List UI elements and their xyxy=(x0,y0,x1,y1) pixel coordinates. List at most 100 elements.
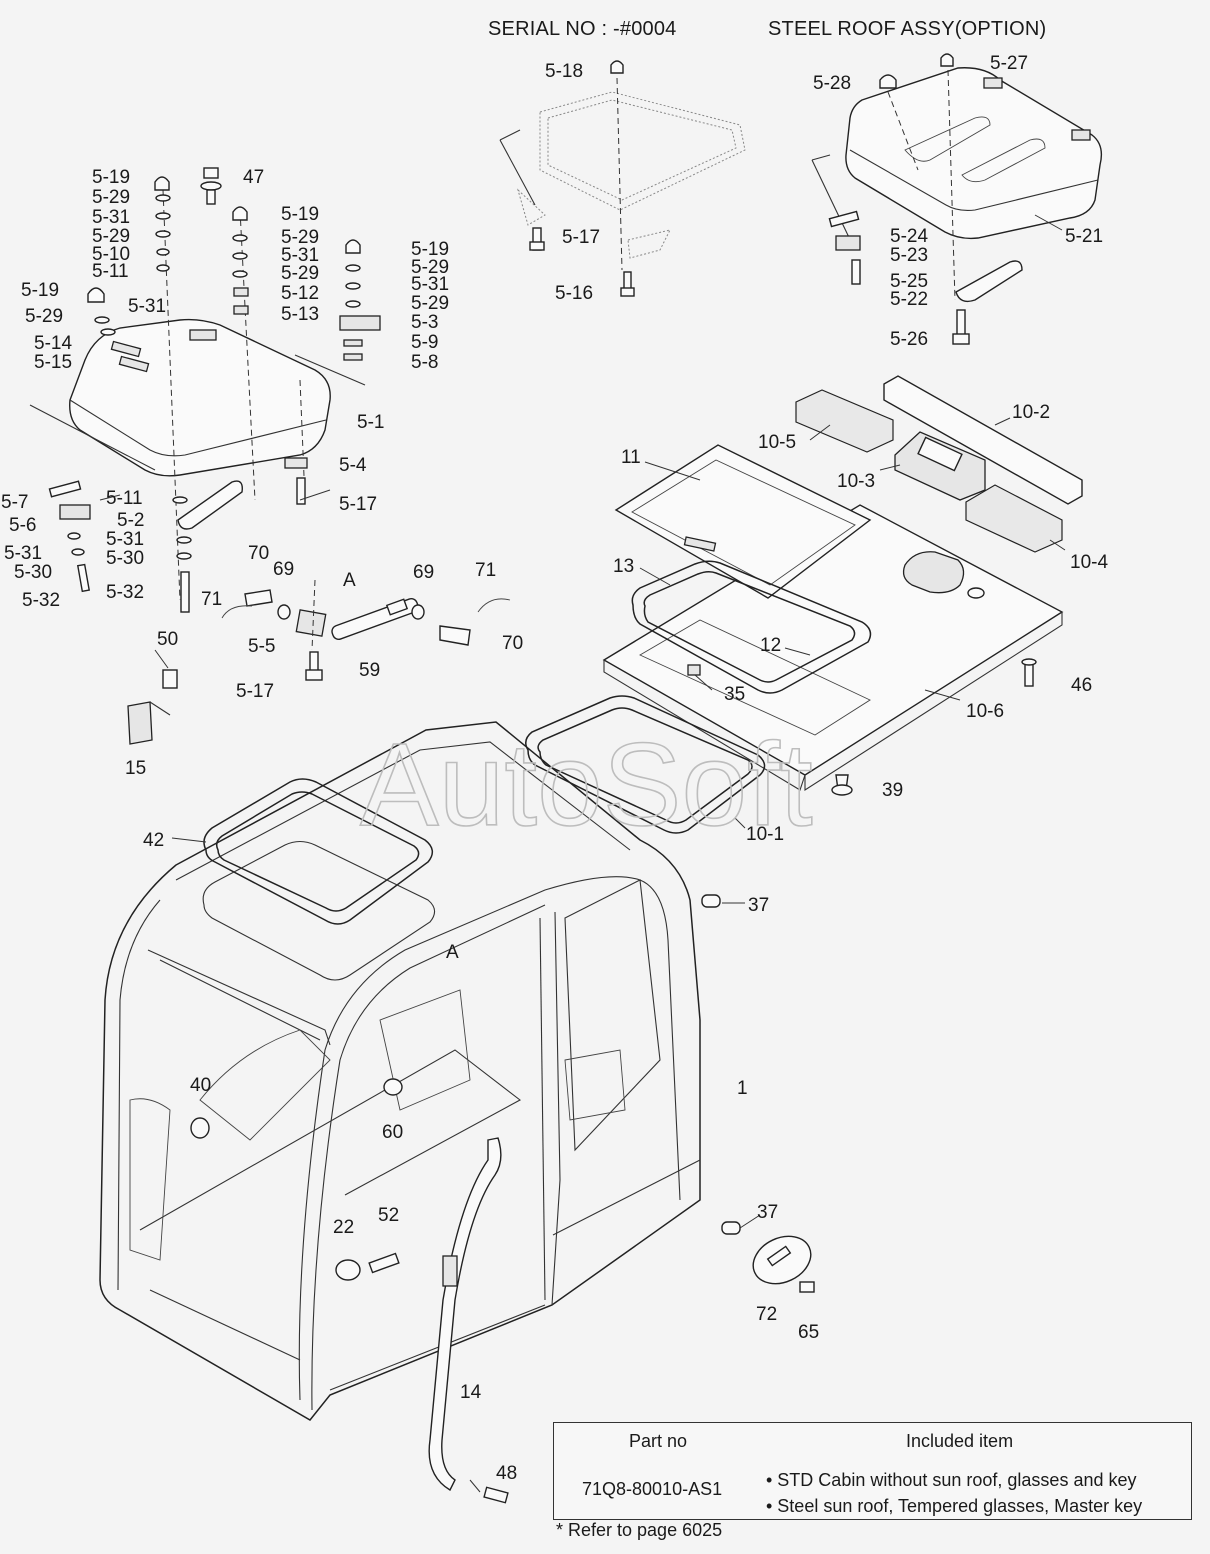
callout: 1 xyxy=(737,1078,748,1099)
autosoft-watermark: AutoSoft xyxy=(360,719,813,851)
callout: 71 xyxy=(201,589,222,610)
callout: 5-15 xyxy=(34,352,72,373)
callout: 10-3 xyxy=(837,471,875,492)
callout: 5-16 xyxy=(555,283,593,304)
callout: 60 xyxy=(382,1122,403,1143)
callout: 39 xyxy=(882,780,903,801)
washer-stack-middle xyxy=(232,206,249,315)
callout: 5-10 xyxy=(92,244,130,265)
cabin-body xyxy=(99,721,701,1421)
callout: 71 xyxy=(475,560,496,581)
cap-nut-5-27-side xyxy=(940,53,954,67)
callout: 69 xyxy=(413,562,434,583)
steel-roof-option xyxy=(811,53,1103,345)
callout: 5-17 xyxy=(339,494,377,515)
callout: 11 xyxy=(621,447,641,468)
callout: 5-24 xyxy=(890,226,928,247)
callout: 15 xyxy=(125,758,146,779)
callout: 10-6 xyxy=(966,701,1004,722)
hinge-left-parts xyxy=(48,480,91,593)
cover-15-and-bolt-50 xyxy=(127,669,178,745)
callout: 47 xyxy=(243,167,264,188)
included-items-cell: • STD Cabin without sun roof, glasses an… xyxy=(766,1467,1142,1519)
callout: 10-1 xyxy=(746,824,784,845)
callout: 5-28 xyxy=(813,73,851,94)
callout: 5-29 xyxy=(25,306,63,327)
callout: 5-30 xyxy=(14,562,52,583)
callout: 5-19 xyxy=(21,280,59,301)
callout: 5-31 xyxy=(92,207,130,228)
standard-roof-ghost xyxy=(499,60,746,297)
callout: 50 xyxy=(157,629,178,650)
callout: 5-12 xyxy=(281,283,319,304)
callout: 5-17 xyxy=(236,681,274,702)
callout: 5-25 xyxy=(890,271,928,292)
bolt-5-17-left xyxy=(296,477,306,505)
callout: 5-6 xyxy=(9,515,36,536)
callout: 70 xyxy=(502,633,523,654)
callout: 22 xyxy=(333,1217,354,1238)
callout: 52 xyxy=(378,1205,399,1226)
callout: 5-18 xyxy=(545,61,583,82)
callout: 5-19 xyxy=(281,204,319,225)
callout: 5-5 xyxy=(248,636,275,657)
serial-number-label: SERIAL NO : -#0004 xyxy=(488,18,677,40)
steel-roof-option-label: STEEL ROOF ASSY(OPTION) xyxy=(768,18,1047,40)
parts-table: Part no Included item 71Q8-80010-AS1 • S… xyxy=(553,1422,1192,1520)
part-number-cell: 71Q8-80010-AS1 xyxy=(582,1479,723,1499)
callout: 42 xyxy=(143,830,164,851)
washer-stack-right xyxy=(339,239,381,361)
callout: 5-29 xyxy=(92,226,130,247)
callout: 5-17 xyxy=(562,227,600,248)
sunroof-rail-42 xyxy=(202,778,436,981)
callout: 5-31 xyxy=(4,543,42,564)
callout: 5-29 xyxy=(411,257,449,278)
bolt-5-17-top xyxy=(529,227,545,251)
callout: 37 xyxy=(757,1202,778,1223)
callout: 5-22 xyxy=(890,289,928,310)
callout: 5-1 xyxy=(357,412,384,433)
grab-handle-5-2 xyxy=(172,480,243,613)
callout-labels: 5-18 5-17 5-16 5-28 5-27 5-24 5-23 5-25 … xyxy=(1,53,1108,1484)
callout: 5-26 xyxy=(890,329,928,350)
cap-nut-5-18 xyxy=(610,60,624,74)
callout: 5-31 xyxy=(128,296,166,317)
callout: 70 xyxy=(248,543,269,564)
callout: 5-31 xyxy=(411,274,449,295)
callout: 5-11 xyxy=(92,261,129,282)
callout: 5-29 xyxy=(92,187,130,208)
gas-strut-assembly xyxy=(221,579,511,681)
callout: 5-30 xyxy=(106,548,144,569)
callout: 5-13 xyxy=(281,304,319,325)
callout: 69 xyxy=(273,559,294,580)
callout: 10-2 xyxy=(1012,402,1050,423)
callout: 5-29 xyxy=(281,227,319,248)
callout: 72 xyxy=(756,1304,777,1325)
included-item: • Steel sun roof, Tempered glasses, Mast… xyxy=(766,1496,1143,1516)
cover-plate-72 xyxy=(752,1235,812,1285)
washers-5-19-left xyxy=(87,287,150,373)
callout: 5-31 xyxy=(106,529,144,550)
callout: A xyxy=(343,570,356,591)
callout: 5-9 xyxy=(411,332,438,353)
callout: 5-21 xyxy=(1065,226,1103,247)
included-item-header: Included item xyxy=(906,1431,1014,1451)
part-no-header: Part no xyxy=(629,1431,688,1451)
callout: 10-5 xyxy=(758,432,796,453)
callout: 35 xyxy=(724,684,745,705)
leader-lines xyxy=(99,214,1066,1493)
callout: 5-14 xyxy=(34,333,72,354)
callout: 5-7 xyxy=(1,492,28,513)
grab-handle-5-22 xyxy=(955,260,1023,303)
callout: 5-23 xyxy=(890,245,928,266)
bolt-5-16-top xyxy=(620,271,635,297)
callout: 48 xyxy=(496,1463,517,1484)
callout: 5-2 xyxy=(117,510,144,531)
frame-13 xyxy=(631,560,872,694)
callout: 5-19 xyxy=(411,239,449,260)
callout: 5-27 xyxy=(990,53,1028,74)
callout: 14 xyxy=(460,1382,482,1403)
sunroof-lid-assembly xyxy=(29,167,381,613)
